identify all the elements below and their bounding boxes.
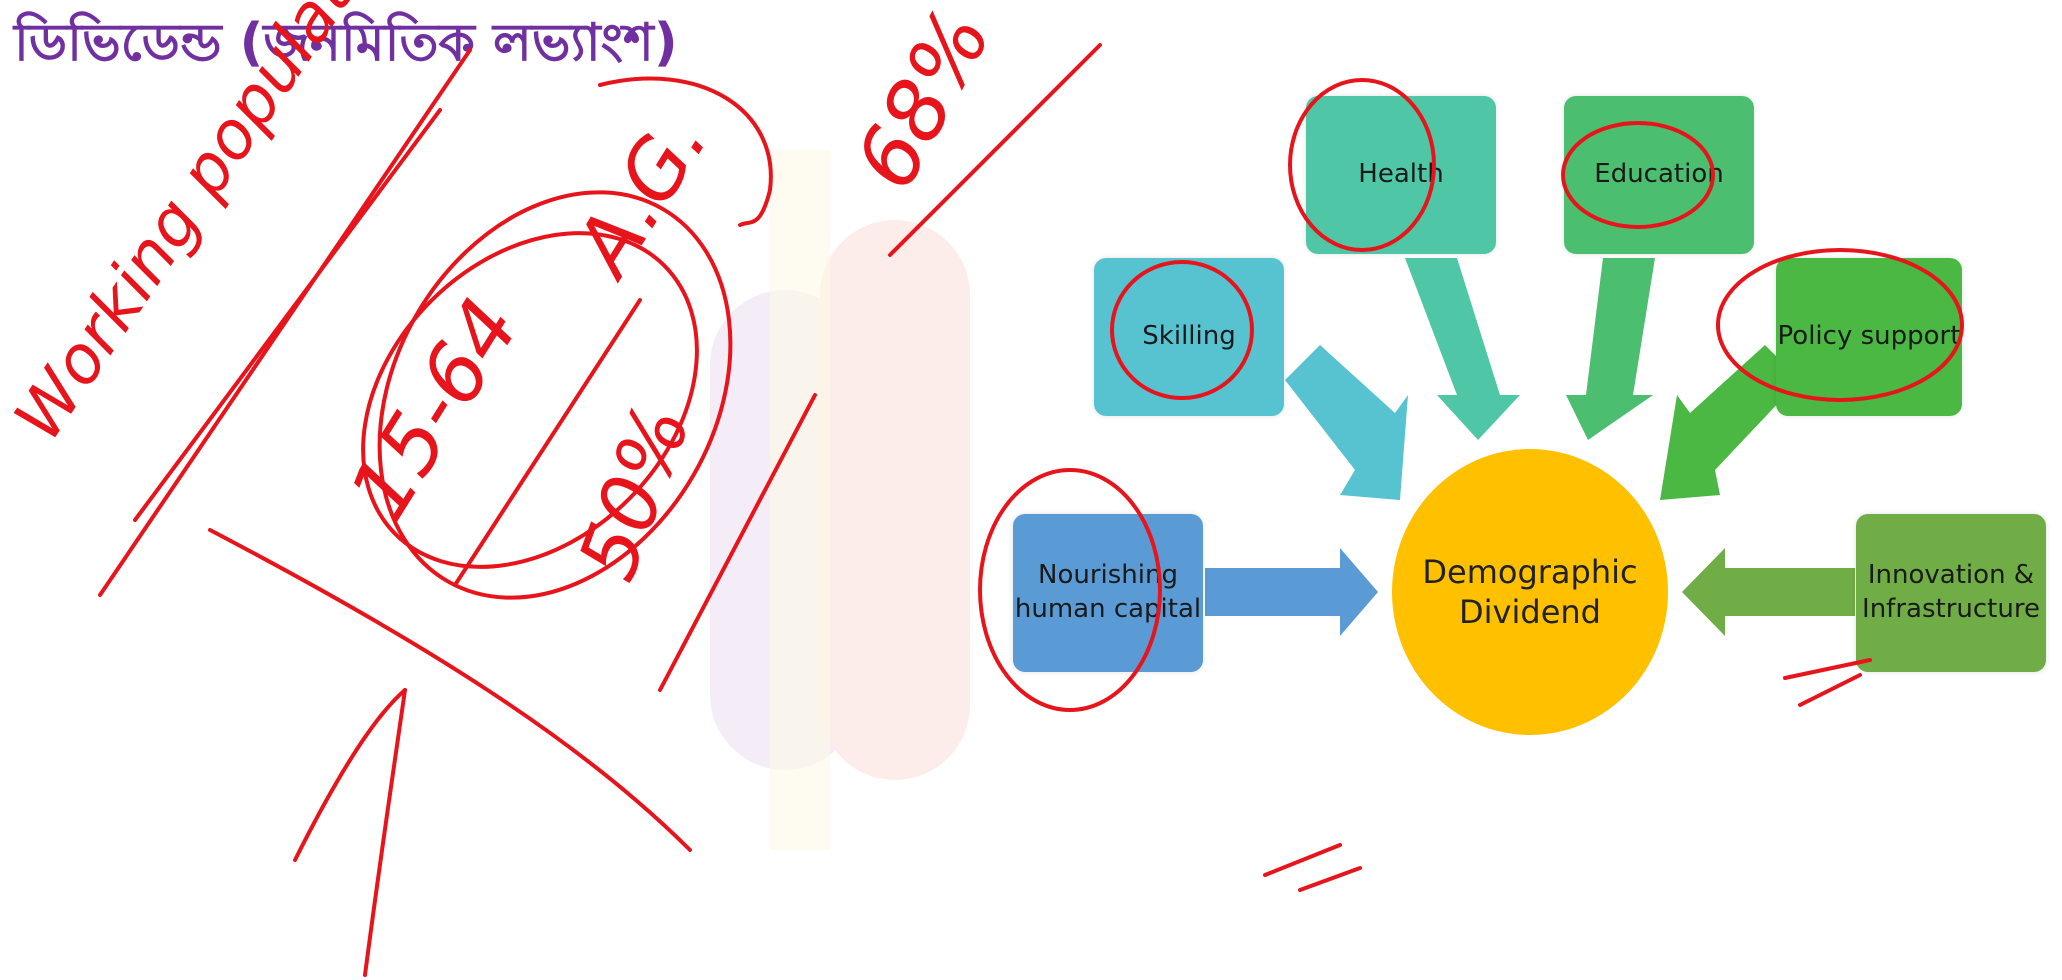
center-label-line2: Dividend <box>1459 593 1601 631</box>
arrow-nourishing <box>1205 548 1378 636</box>
center-label-line1: Demographic <box>1422 553 1638 591</box>
box-health: Health <box>1306 96 1496 254</box>
box-nourishing-line1: Nourishing <box>1038 560 1178 591</box>
arrow-skilling <box>1285 345 1408 500</box>
box-nourishing-line2: human capital <box>1014 594 1202 624</box>
box-skilling-label: Skilling <box>1142 321 1236 352</box>
arrow-health <box>1405 258 1520 440</box>
arrow-innovation <box>1682 548 1855 636</box>
arrow-education <box>1566 258 1655 440</box>
box-education-label: Education <box>1594 159 1724 190</box>
box-innovation-line2: Infrastructure <box>1862 594 2040 624</box>
box-skilling: Skilling <box>1094 258 1284 416</box>
box-nourishing-human-capital: Nourishing human capital <box>1013 514 1203 672</box>
box-innovation-line1: Innovation & <box>1867 560 2035 591</box>
box-health-label: Health <box>1358 159 1444 190</box>
box-policy-support-label: Policy support <box>1777 321 1961 352</box>
box-policy-support: Policy support <box>1776 258 1962 416</box>
box-education: Education <box>1564 96 1754 254</box>
box-innovation-infrastructure: Innovation & Infrastructure <box>1856 514 2046 672</box>
center-demographic-dividend: Demographic Dividend <box>1392 449 1668 735</box>
